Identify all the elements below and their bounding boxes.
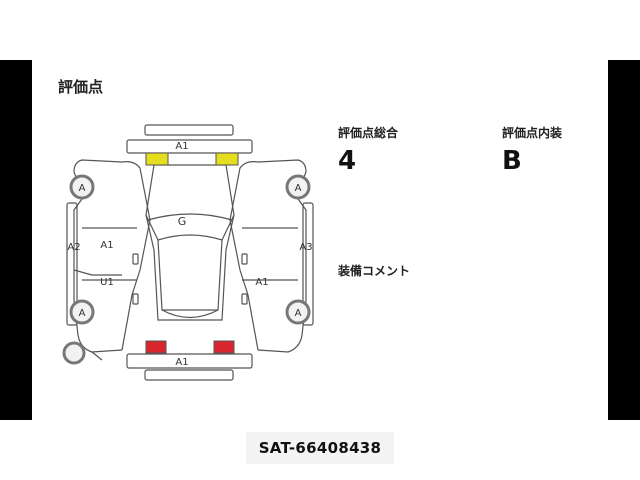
interior-score-value: B: [502, 146, 522, 176]
wheel-mark-rr: A: [295, 308, 302, 319]
wheel-front-left: [69, 174, 95, 200]
rear-red-mark-left: [145, 340, 167, 354]
evaluation-panel: 評価点: [32, 60, 608, 420]
front-bumper-label: A1: [175, 141, 188, 152]
right-black-bar: [608, 60, 640, 420]
wheel-rear-left: [69, 299, 95, 325]
stock-id: SAT-66408438: [258, 439, 382, 457]
hood-label: G: [178, 215, 187, 228]
equipment-comment-label: 装備コメント: [338, 264, 411, 278]
left-rear-fender-label: A2: [67, 242, 80, 253]
wheel-mark-fr: A: [295, 183, 302, 194]
overall-score-value: 4: [338, 146, 357, 176]
right-side-label: A3: [299, 242, 312, 253]
stock-id-box: SAT-66408438: [246, 432, 394, 464]
front-yellow-mark-right: [215, 152, 239, 166]
left-rear-door-label: U1: [100, 277, 114, 288]
right-rear-door-label: A1: [255, 277, 268, 288]
car-damage-diagram: A A A A A1 G A1 A2 U1 A3 A1 A1: [62, 124, 314, 381]
wheel-rear-right: [285, 299, 311, 325]
left-black-bar: [0, 60, 32, 420]
rear-red-mark-right: [213, 340, 235, 354]
wheel-mark-fl: A: [79, 183, 86, 194]
left-front-door-label: A1: [100, 240, 113, 251]
section-title: 評価点: [58, 78, 104, 96]
wheel-mark-rl: A: [79, 308, 86, 319]
spare-wheel: [62, 341, 86, 365]
front-yellow-mark-left: [145, 152, 169, 166]
rear-bumper-label: A1: [175, 357, 188, 368]
wheel-front-right: [285, 174, 311, 200]
interior-score-label: 評価点内装: [502, 126, 563, 140]
overall-score-label: 評価点総合: [338, 126, 399, 140]
